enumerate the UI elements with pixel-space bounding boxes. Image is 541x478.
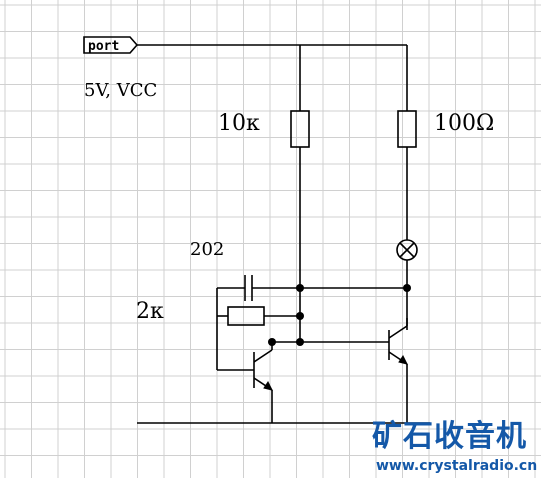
junction-dot [296,338,304,346]
resistor-2k [227,306,265,326]
transistor-t1-icon [217,342,273,423]
capacitor-label: 202 [190,239,224,260]
resistor-10k-label: 10κ [218,111,260,136]
resistor-10k [290,110,310,148]
resistor-100ohm [397,110,417,148]
junction-dot [296,312,304,320]
junction-dot [296,284,304,292]
junction-dot [268,338,276,346]
port-label: port [88,39,119,54]
watermark-title: 矿石收音机 [372,419,527,454]
supply-label: 5V, VCC [84,80,157,101]
port-connector-icon: port [83,36,139,54]
resistor-2k-label: 2κ [136,299,164,324]
watermark-logo: 矿石收音机 www.crystalradio.cn [372,419,537,474]
resistor-100ohm-label: 100Ω [434,111,494,136]
transistor-t2-icon [388,318,408,423]
watermark-url: www.crystalradio.cn [376,458,537,474]
junction-dot [403,284,411,292]
